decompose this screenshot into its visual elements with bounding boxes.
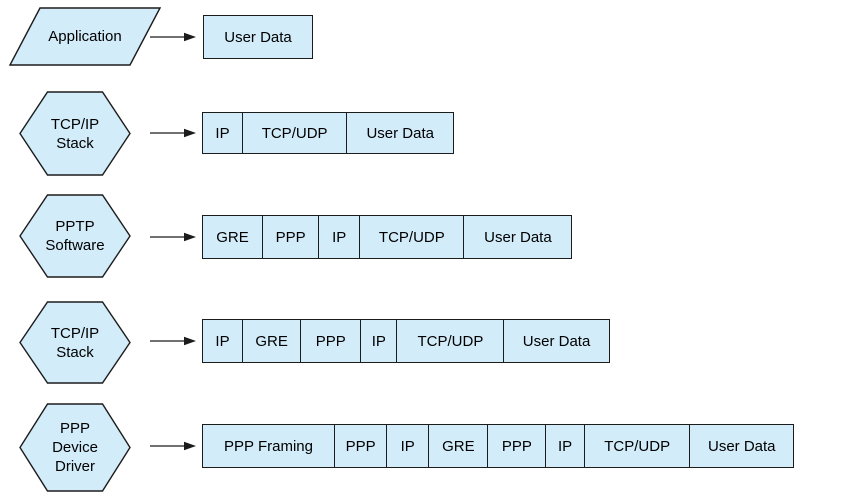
hexagon-icon [19,301,131,384]
packet-segment-ip: IP [202,319,243,363]
packet-segment-ppp: PPP [261,215,320,259]
packet-segment-tcp-udp: TCP/UDP [583,424,691,468]
parallelogram-icon [9,7,161,66]
tcpip-stack-shape [19,91,131,176]
packet-segment-ip: IP [359,319,398,363]
ppp-device-driver-shape [19,403,131,492]
packet-segment-tcp-udp: TCP/UDP [358,215,465,259]
packet-segment-user-data: User Data [346,112,455,154]
packet-segment-ppp: PPP [333,424,388,468]
packet-segment-ppp: PPP [487,424,547,468]
right-arrow-icon [150,32,196,42]
hexagon-icon [19,91,131,176]
packet-segment-gre: GRE [427,424,489,468]
packet-segment-tcp-udp: TCP/UDP [241,112,348,154]
packet-segment-gre: GRE [241,319,302,363]
packet-segment-tcp-udp: TCP/UDP [396,319,505,363]
hexagon-icon [19,194,131,278]
right-arrow-icon [150,441,196,451]
hexagon-icon [19,403,131,492]
packet-segment-ip: IP [202,112,243,154]
packet-segment-ppp-framing: PPP Framing [202,424,335,468]
application-shape [9,7,161,66]
right-arrow-icon [150,232,196,242]
packet-segment-user-data: User Data [203,15,313,59]
packet-segment-gre: GRE [202,215,263,259]
right-arrow-icon [150,128,196,138]
packet-segment-user-data: User Data [689,424,795,468]
packet-segment-ppp: PPP [300,319,362,363]
packet-segment-ip: IP [386,424,430,468]
right-arrow-icon [150,336,196,346]
tcpip-stack-2-shape [19,301,131,384]
packet-segment-ip: IP [545,424,586,468]
pptp-software-shape [19,194,131,278]
packet-segment-user-data: User Data [463,215,573,259]
application-packet-strip: User Data [203,15,313,59]
packet-segment-user-data: User Data [503,319,611,363]
packet-segment-ip: IP [318,215,361,259]
